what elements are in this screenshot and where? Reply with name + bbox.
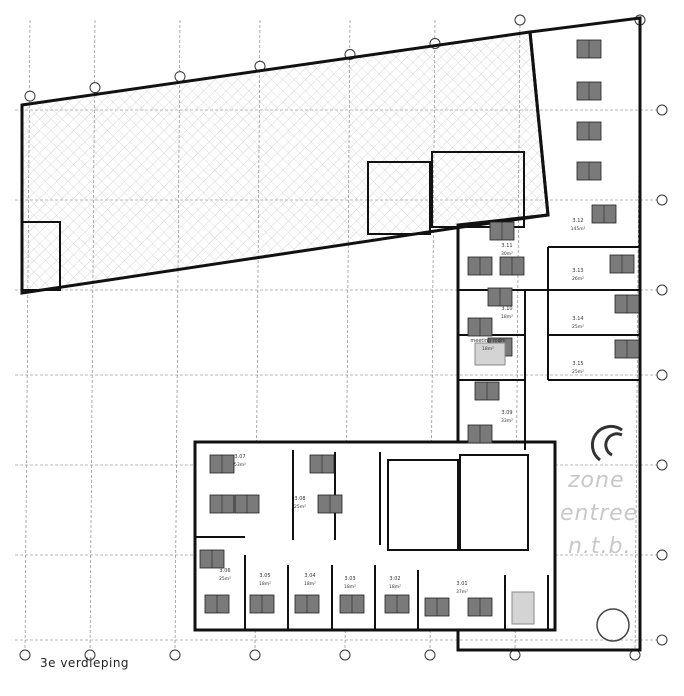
grid-marker xyxy=(169,649,181,661)
desk-layout xyxy=(199,39,640,625)
room-number: 3.02 xyxy=(389,576,400,582)
grid-marker xyxy=(84,649,96,661)
lounge-seating xyxy=(596,608,630,642)
room-number: 3.13 xyxy=(572,268,583,274)
room-area: 18m² xyxy=(501,314,513,320)
interior-walls xyxy=(21,151,640,630)
grid-marker xyxy=(24,90,36,102)
grid-marker xyxy=(174,71,186,83)
room-number: 3.14 xyxy=(572,316,583,322)
grid-marker xyxy=(249,649,261,661)
grid-marker xyxy=(656,104,668,116)
grid-marker xyxy=(656,549,668,561)
room-area: 53m² xyxy=(234,462,246,468)
room-number: 3.03 xyxy=(344,576,355,582)
room-area: 25m² xyxy=(294,504,306,510)
room-number: 3.08 xyxy=(294,496,305,502)
room-area: 18m² xyxy=(304,581,316,587)
meeting-table xyxy=(511,591,535,625)
room-area: 18m² xyxy=(344,584,356,590)
room-area: 145m² xyxy=(571,226,586,232)
room-number: 3.06 xyxy=(219,568,230,574)
room-number: 3.04 xyxy=(304,573,315,579)
room-area: 30m² xyxy=(501,251,513,257)
reception-desk xyxy=(590,424,623,462)
room-area: 37m² xyxy=(456,589,468,595)
grid-marker xyxy=(514,14,526,26)
room-number: 3.10 xyxy=(501,306,512,312)
room-area: 26m² xyxy=(572,276,584,282)
room-number: 3.05 xyxy=(259,573,270,579)
room-number: 3.01 xyxy=(456,581,467,587)
right-wing-outline xyxy=(456,16,642,652)
room-number: 3.12 xyxy=(572,218,583,224)
room-area: 25m² xyxy=(572,324,584,330)
zone-label-line-2: entree xyxy=(560,501,638,526)
room-area: 25m² xyxy=(572,369,584,375)
grid-marker xyxy=(424,649,436,661)
grid-marker xyxy=(89,82,101,94)
room-number: 3.09 xyxy=(501,410,512,416)
zone-label-line-1: zone xyxy=(567,468,625,493)
grid-marker xyxy=(656,284,668,296)
room-area: 18m² xyxy=(482,346,494,352)
roof-terrace-hatched xyxy=(20,30,550,295)
grid-marker xyxy=(19,649,31,661)
room-number: 3.07 xyxy=(234,454,245,460)
room-area: 18m² xyxy=(389,584,401,590)
room-area: 33m² xyxy=(501,418,513,424)
grid-marker xyxy=(339,649,351,661)
grid-marker xyxy=(656,634,668,646)
grid-marker xyxy=(656,459,668,471)
room-area: 18m² xyxy=(259,581,271,587)
room-number: 3.15 xyxy=(572,361,583,367)
meeting-table xyxy=(474,342,506,366)
zone-label-line-3: n.t.b. xyxy=(568,534,632,559)
room-number: meeting room xyxy=(470,338,505,344)
grid-marker xyxy=(656,369,668,381)
floor-title: 3e verdieping xyxy=(40,656,130,670)
room-number: 3.11 xyxy=(501,243,512,249)
room-area: 25m² xyxy=(219,576,231,582)
grid-marker xyxy=(656,194,668,206)
